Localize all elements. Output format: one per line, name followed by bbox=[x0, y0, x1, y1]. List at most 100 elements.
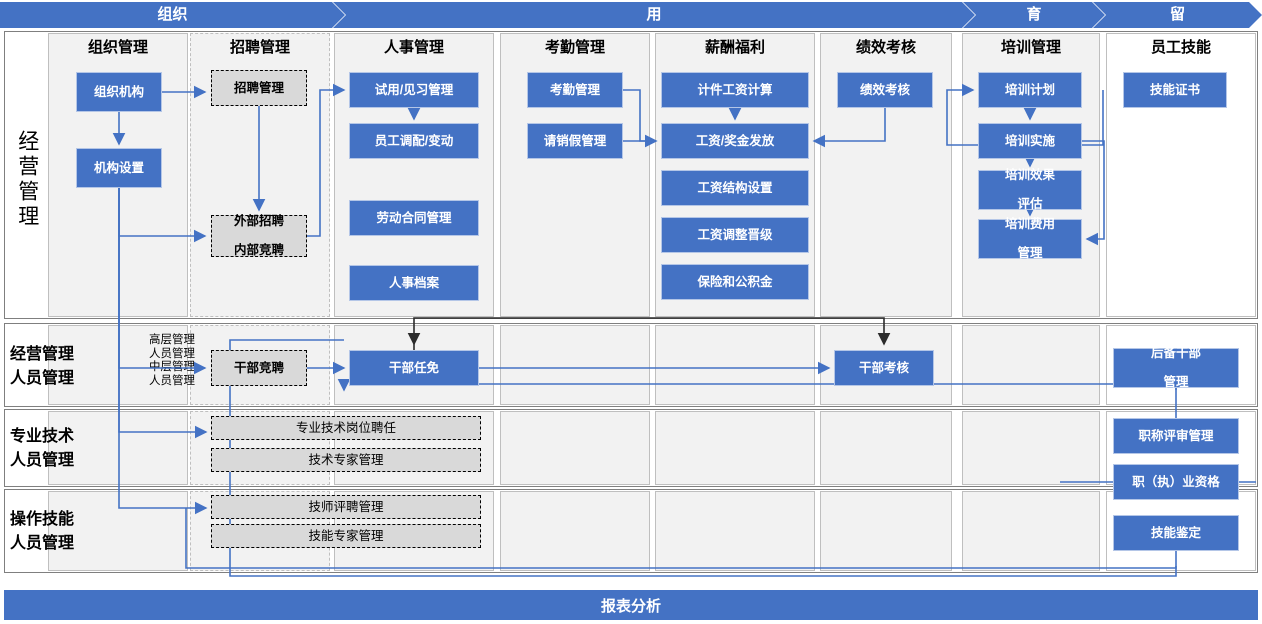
phase-chevron-develop: 育 bbox=[963, 2, 1105, 28]
note-exec-levels: 高层管理 人员管理 中层管理 人员管理 bbox=[134, 334, 210, 388]
phase-chevron-retain: 留 bbox=[1093, 2, 1262, 28]
phase-label-organize: 组织 bbox=[157, 6, 188, 23]
column-header-performance: 绩效考核 bbox=[855, 39, 916, 56]
node-label-line: 干部任免 bbox=[388, 360, 439, 375]
node-label-line: 专业技术岗位聘任 bbox=[295, 420, 396, 435]
column-band-training-skill bbox=[962, 491, 1100, 571]
row-label-exec-line2: 人员管理 bbox=[10, 370, 75, 387]
node-train-exec[interactable]: 培训实施 bbox=[978, 123, 1082, 159]
node-title-review[interactable]: 职称评审管理 bbox=[1113, 418, 1239, 454]
column-band-training-tech bbox=[962, 411, 1100, 485]
node-label-line: 组织机构 bbox=[93, 84, 144, 99]
note-line-3: 中层管理 bbox=[149, 361, 195, 374]
column-header-skills: 员工技能 bbox=[1150, 39, 1211, 56]
node-cadre-assess[interactable]: 干部考核 bbox=[834, 350, 934, 386]
node-label-line: 管理 bbox=[1163, 375, 1189, 390]
node-label-line: 机构设置 bbox=[93, 160, 144, 175]
phase-label-develop: 育 bbox=[1026, 6, 1042, 23]
node-cadre-appoint[interactable]: 干部任免 bbox=[349, 350, 479, 386]
row-label-tech-line1: 专业技术 bbox=[10, 428, 75, 445]
node-label-line: 工资结构设置 bbox=[697, 180, 773, 195]
column-band-attendance-exec bbox=[500, 325, 650, 405]
node-label-line: 保险和公积金 bbox=[697, 274, 773, 289]
node-recruit-mgmt[interactable]: 招聘管理 bbox=[211, 70, 307, 106]
node-label-line: 管理 bbox=[1017, 246, 1043, 261]
node-label-line: 技师评聘管理 bbox=[308, 499, 384, 514]
node-pro-license[interactable]: 职（执）业资格 bbox=[1113, 464, 1239, 500]
column-band-attendance-skill bbox=[500, 491, 650, 571]
node-performance[interactable]: 绩效考核 bbox=[837, 72, 933, 108]
row-frame-tech bbox=[4, 409, 1258, 487]
column-band-payroll-exec bbox=[655, 325, 815, 405]
row-label-skill-line2: 人员管理 bbox=[10, 535, 75, 552]
node-wage-payout[interactable]: 工资/奖金发放 bbox=[661, 123, 809, 159]
node-leave[interactable]: 请销假管理 bbox=[527, 123, 623, 159]
phase-chevron-organize: 组织 bbox=[0, 2, 345, 28]
column-header-personnel: 人事管理 bbox=[383, 39, 444, 56]
node-insurance[interactable]: 保险和公积金 bbox=[661, 264, 809, 300]
section-label-text: 经营管理 bbox=[15, 130, 39, 230]
node-labor-contract[interactable]: 劳动合同管理 bbox=[349, 200, 479, 236]
column-band-training-exec bbox=[962, 325, 1100, 405]
row-label-exec-line1: 经营管理 bbox=[10, 346, 75, 363]
node-tech-expert[interactable]: 技术专家管理 bbox=[211, 448, 481, 472]
node-wage-structure[interactable]: 工资结构设置 bbox=[661, 170, 809, 206]
node-wage-adjust[interactable]: 工资调整晋级 bbox=[661, 217, 809, 253]
column-band-performance-tech bbox=[820, 411, 952, 485]
node-attendance[interactable]: 考勤管理 bbox=[527, 72, 623, 108]
node-train-eval[interactable]: 培训效果评估 bbox=[978, 168, 1082, 212]
node-label-line: 劳动合同管理 bbox=[376, 210, 452, 225]
node-label-line: 请销假管理 bbox=[543, 133, 607, 148]
note-line-4: 人员管理 bbox=[149, 374, 195, 387]
node-label-line: 内部竞聘 bbox=[233, 243, 284, 258]
row-label-exec: 经营管理 人员管理 bbox=[10, 332, 140, 402]
column-header-payroll: 薪酬福利 bbox=[704, 39, 765, 56]
node-label-line: 考勤管理 bbox=[549, 82, 600, 97]
node-skill-cert[interactable]: 技能证书 bbox=[1123, 72, 1227, 108]
column-band-payroll-skill bbox=[655, 491, 815, 571]
node-label-line: 培训实施 bbox=[1004, 133, 1055, 148]
node-recruit-channels[interactable]: 外部招聘内部竞聘 bbox=[211, 214, 307, 258]
node-reserve-cadre[interactable]: 后备干部管理 bbox=[1113, 346, 1239, 390]
phase-label-retain: 留 bbox=[1169, 6, 1185, 23]
column-header-training: 培训管理 bbox=[1000, 39, 1061, 56]
node-piece-wage[interactable]: 计件工资计算 bbox=[661, 72, 809, 108]
node-label-line: 技能证书 bbox=[1149, 82, 1200, 97]
node-label-line: 培训效果 bbox=[1004, 168, 1055, 183]
node-label-line: 技能鉴定 bbox=[1150, 525, 1201, 540]
node-label-line: 职（执）业资格 bbox=[1132, 474, 1220, 489]
node-label-line: 培训计划 bbox=[1004, 82, 1055, 97]
node-label-line: 干部竞聘 bbox=[233, 360, 284, 375]
node-label-line: 技能专家管理 bbox=[308, 528, 384, 543]
column-header-recruit: 招聘管理 bbox=[229, 39, 290, 56]
footer-report-analysis[interactable]: 报表分析 bbox=[4, 590, 1258, 620]
node-tech-post[interactable]: 专业技术岗位聘任 bbox=[211, 416, 481, 440]
node-hr-archive[interactable]: 人事档案 bbox=[349, 265, 479, 301]
column-header-org: 组织管理 bbox=[87, 39, 148, 56]
node-label-line: 绩效考核 bbox=[859, 82, 910, 97]
row-label-tech: 专业技术 人员管理 bbox=[10, 418, 140, 480]
node-label-line: 职称评审管理 bbox=[1138, 428, 1214, 443]
node-label-line: 技术专家管理 bbox=[308, 452, 384, 467]
node-cadre-compete[interactable]: 干部竞聘 bbox=[211, 350, 307, 386]
node-label-line: 外部招聘 bbox=[233, 214, 284, 229]
node-train-plan[interactable]: 培训计划 bbox=[978, 72, 1082, 108]
row-label-skill: 操作技能 人员管理 bbox=[10, 498, 140, 566]
column-band-attendance-tech bbox=[500, 411, 650, 485]
node-transfer[interactable]: 员工调配/变动 bbox=[349, 123, 479, 159]
node-skill-appraisal[interactable]: 技能鉴定 bbox=[1113, 515, 1239, 551]
node-technician-review[interactable]: 技师评聘管理 bbox=[211, 495, 481, 519]
footer-label: 报表分析 bbox=[600, 597, 661, 615]
node-train-cost[interactable]: 培训费用管理 bbox=[978, 217, 1082, 261]
note-line-1: 高层管理 bbox=[149, 334, 195, 346]
node-org-structure[interactable]: 组织机构 bbox=[76, 72, 162, 112]
node-label-line: 计件工资计算 bbox=[697, 82, 773, 97]
node-label-line: 试用/见习管理 bbox=[374, 82, 454, 97]
node-skill-expert[interactable]: 技能专家管理 bbox=[211, 524, 481, 548]
node-label-line: 工资调整晋级 bbox=[697, 227, 773, 242]
column-band-performance-skill bbox=[820, 491, 952, 571]
node-org-setup[interactable]: 机构设置 bbox=[76, 148, 162, 188]
node-label-line: 干部考核 bbox=[858, 360, 909, 375]
node-probation[interactable]: 试用/见习管理 bbox=[349, 72, 479, 108]
node-label-line: 评估 bbox=[1017, 197, 1043, 212]
